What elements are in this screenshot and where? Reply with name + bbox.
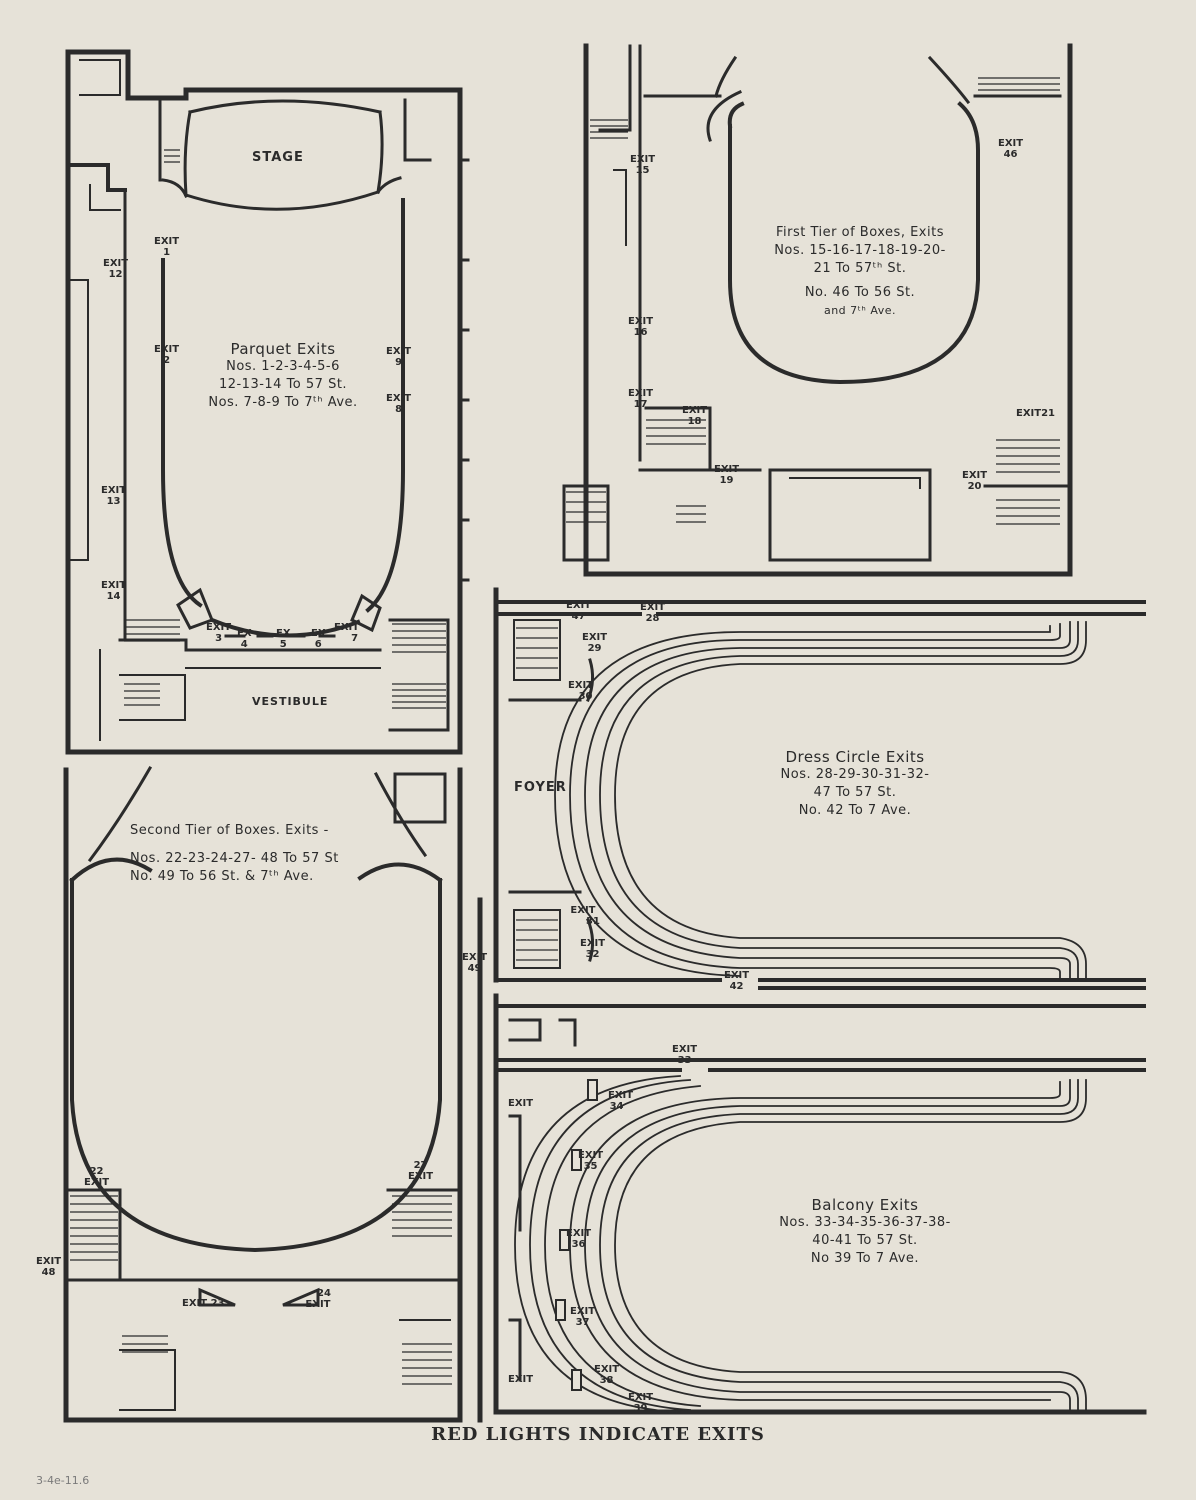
dress-circle-note-line4: No. 42 To 7 Ave. xyxy=(798,803,912,818)
second-tier-plan xyxy=(63,765,463,1423)
parquet-plan xyxy=(65,49,470,755)
dress-circle-note-line3: 47 To 57 St. xyxy=(813,785,897,800)
dress-circle-exits-note: Dress Circle Exits Nos. 28-29-30-31-32- … xyxy=(740,748,970,820)
first-tier-note-line1: First Tier of Boxes, Exits xyxy=(776,225,944,240)
dress-circle-note-line2: Nos. 28-29-30-31-32- xyxy=(780,767,930,782)
exit-marker: EXIT xyxy=(508,1374,534,1385)
stage-label: STAGE xyxy=(252,150,304,165)
dress-circle-plan xyxy=(493,587,1146,990)
balcony-note-line3: 40-41 To 57 St. xyxy=(812,1233,918,1248)
parquet-note-line1: Nos. 1-2-3-4-5-6 xyxy=(226,359,340,374)
first-tier-exits-note: First Tier of Boxes, Exits Nos. 15-16-17… xyxy=(750,224,970,320)
parquet-note-line2: 12-13-14 To 57 St. xyxy=(218,377,348,392)
first-tier-note-line3: 21 To 57ᵗʰ St. xyxy=(813,261,907,276)
first-tier-note-line4: No. 46 To 56 St. xyxy=(804,285,916,300)
balcony-plan xyxy=(493,993,1147,1415)
balcony-note-line4: No 39 To 7 Ave. xyxy=(810,1251,920,1266)
first-tier-plan xyxy=(562,43,1073,577)
parquet-note-title: Parquet Exits xyxy=(230,340,336,358)
second-tier-exits-note: Second Tier of Boxes. Exits - Nos. 22-23… xyxy=(130,822,390,886)
first-tier-note-line2: Nos. 15-16-17-18-19-20- xyxy=(774,243,946,258)
vestibule-label: VESTIBULE xyxy=(252,695,329,708)
parquet-exits-note: Parquet Exits Nos. 1-2-3-4-5-6 12-13-14 … xyxy=(168,340,398,412)
balcony-exits-note: Balcony Exits Nos. 33-34-35-36-37-38- 40… xyxy=(750,1196,980,1268)
exit-marker: EXIT 23 xyxy=(182,1298,225,1309)
balcony-note-title: Balcony Exits xyxy=(811,1196,919,1214)
foyer-label: FOYER xyxy=(514,780,567,795)
footer-caption: RED LIGHTS INDICATE EXITS xyxy=(431,1424,765,1445)
exit-marker: EXIT xyxy=(508,1098,534,1109)
exit-marker: EXIT21 xyxy=(1016,408,1056,419)
first-tier-note-line5: and 7ᵗʰ Ave. xyxy=(823,304,897,317)
pencil-annotation: 3-4e-11.6 xyxy=(36,1474,90,1487)
second-tier-note-line3: No. 49 To 56 St. & 7ᵗʰ Ave. xyxy=(130,869,314,884)
parquet-note-line3: Nos. 7-8-9 To 7ᵗʰ Ave. xyxy=(208,395,358,410)
balcony-note-line2: Nos. 33-34-35-36-37-38- xyxy=(779,1215,951,1230)
second-tier-note-line1: Second Tier of Boxes. Exits - xyxy=(130,823,329,838)
dress-circle-note-title: Dress Circle Exits xyxy=(785,748,925,766)
second-tier-note-line2: Nos. 22-23-24-27- 48 To 57 St xyxy=(130,851,339,866)
